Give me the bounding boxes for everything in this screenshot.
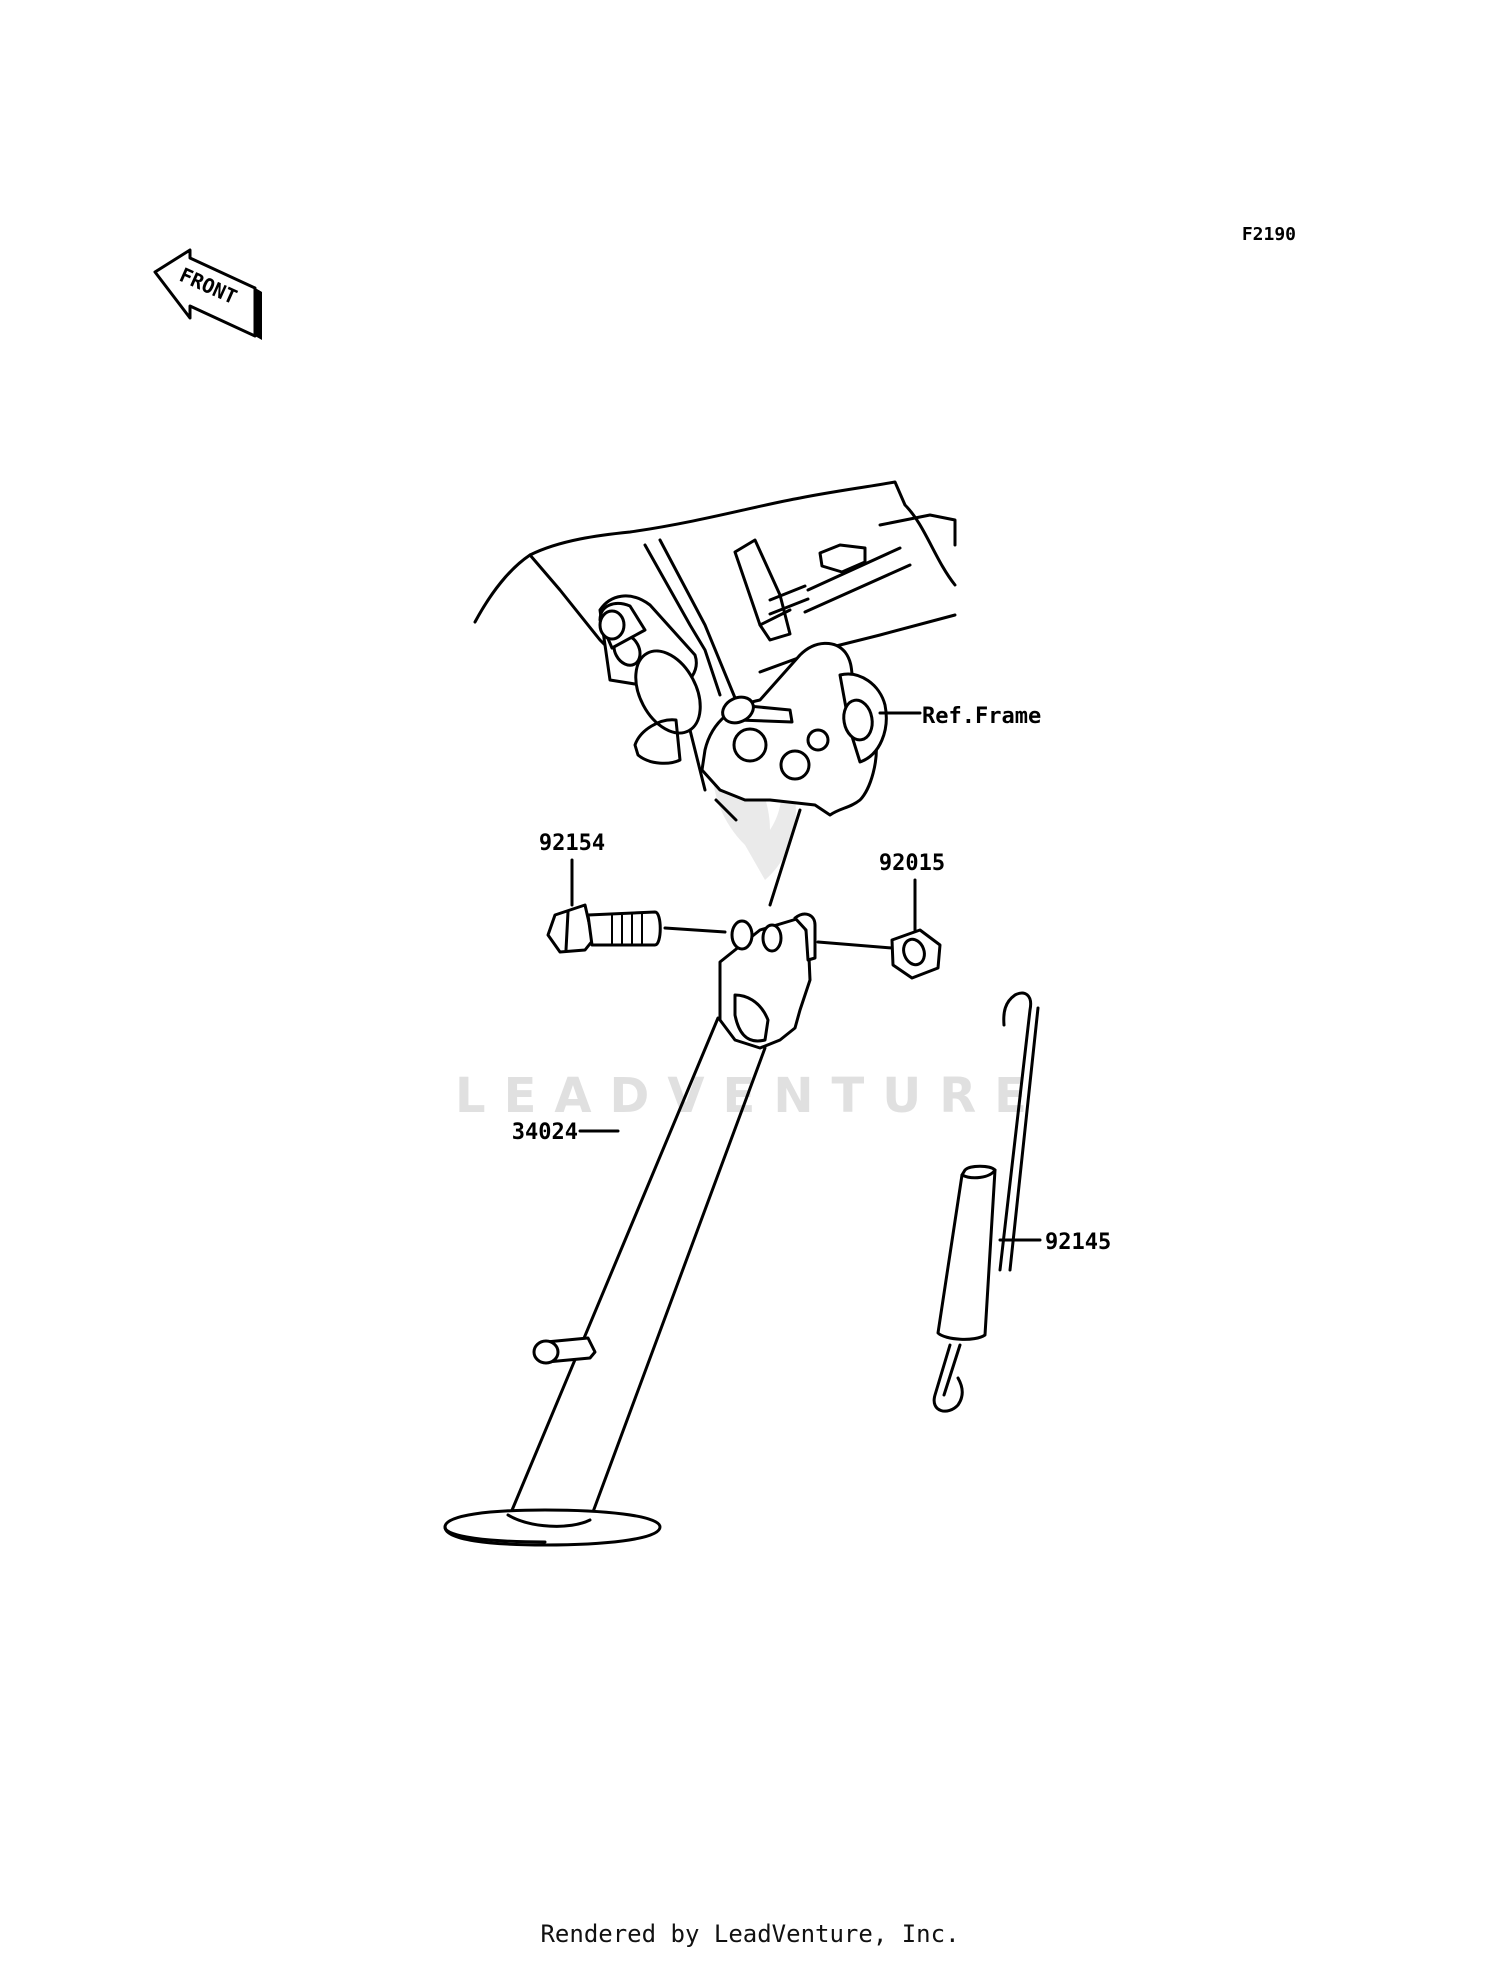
ref-frame-label: Ref.Frame [922, 704, 1041, 729]
render-credit: Rendered by LeadVenture, Inc. [540, 1920, 960, 1948]
watermark-text: LEADVENTURE [455, 1068, 1045, 1124]
nut-part-number: 92015 [879, 851, 945, 876]
stand-part-number: 34024 [512, 1120, 578, 1145]
bolt-92154 [546, 858, 727, 954]
front-arrow-icon: FRONT [153, 248, 262, 340]
side-stand-34024 [443, 808, 817, 1547]
nut-92015 [816, 878, 942, 980]
spring-92145 [932, 991, 1042, 1413]
frame-reference [473, 480, 957, 822]
figure-code: F2190 [1242, 224, 1296, 245]
bolt-part-number: 92154 [539, 831, 605, 856]
spring-part-number: 92145 [1045, 1230, 1111, 1255]
